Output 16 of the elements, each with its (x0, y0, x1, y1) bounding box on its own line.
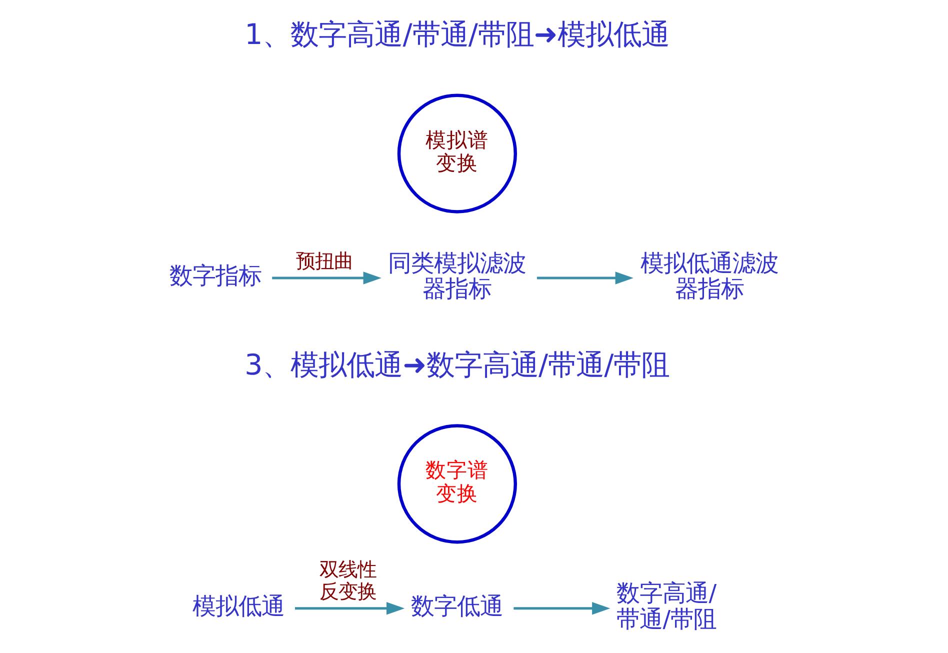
node-text: 模拟低通滤波器指标 (640, 250, 778, 303)
edge-label: 预扭曲 (296, 250, 354, 273)
node-text: 数字低通 (411, 593, 504, 620)
arrow (272, 272, 382, 284)
label: 3、模拟低通➜数字高通/带通/带阻 (244, 348, 670, 382)
edge-label: 双线性反变换 (319, 558, 376, 604)
arrow (514, 602, 610, 615)
arrow (536, 272, 634, 284)
arrow (294, 602, 405, 615)
node-circle: 数字谱变换 (397, 424, 517, 544)
node-text: 同类模拟滤波器指标 (388, 250, 526, 303)
node-text: 数字指标 (169, 262, 262, 290)
node-text: 模拟低通 (192, 593, 285, 620)
node-text: 数字高通/带通/带阻 (616, 580, 717, 633)
label: 1、数字高通/带通/带阻➜模拟低通 (244, 18, 670, 52)
node-circle: 模拟谱变换 (397, 94, 517, 214)
